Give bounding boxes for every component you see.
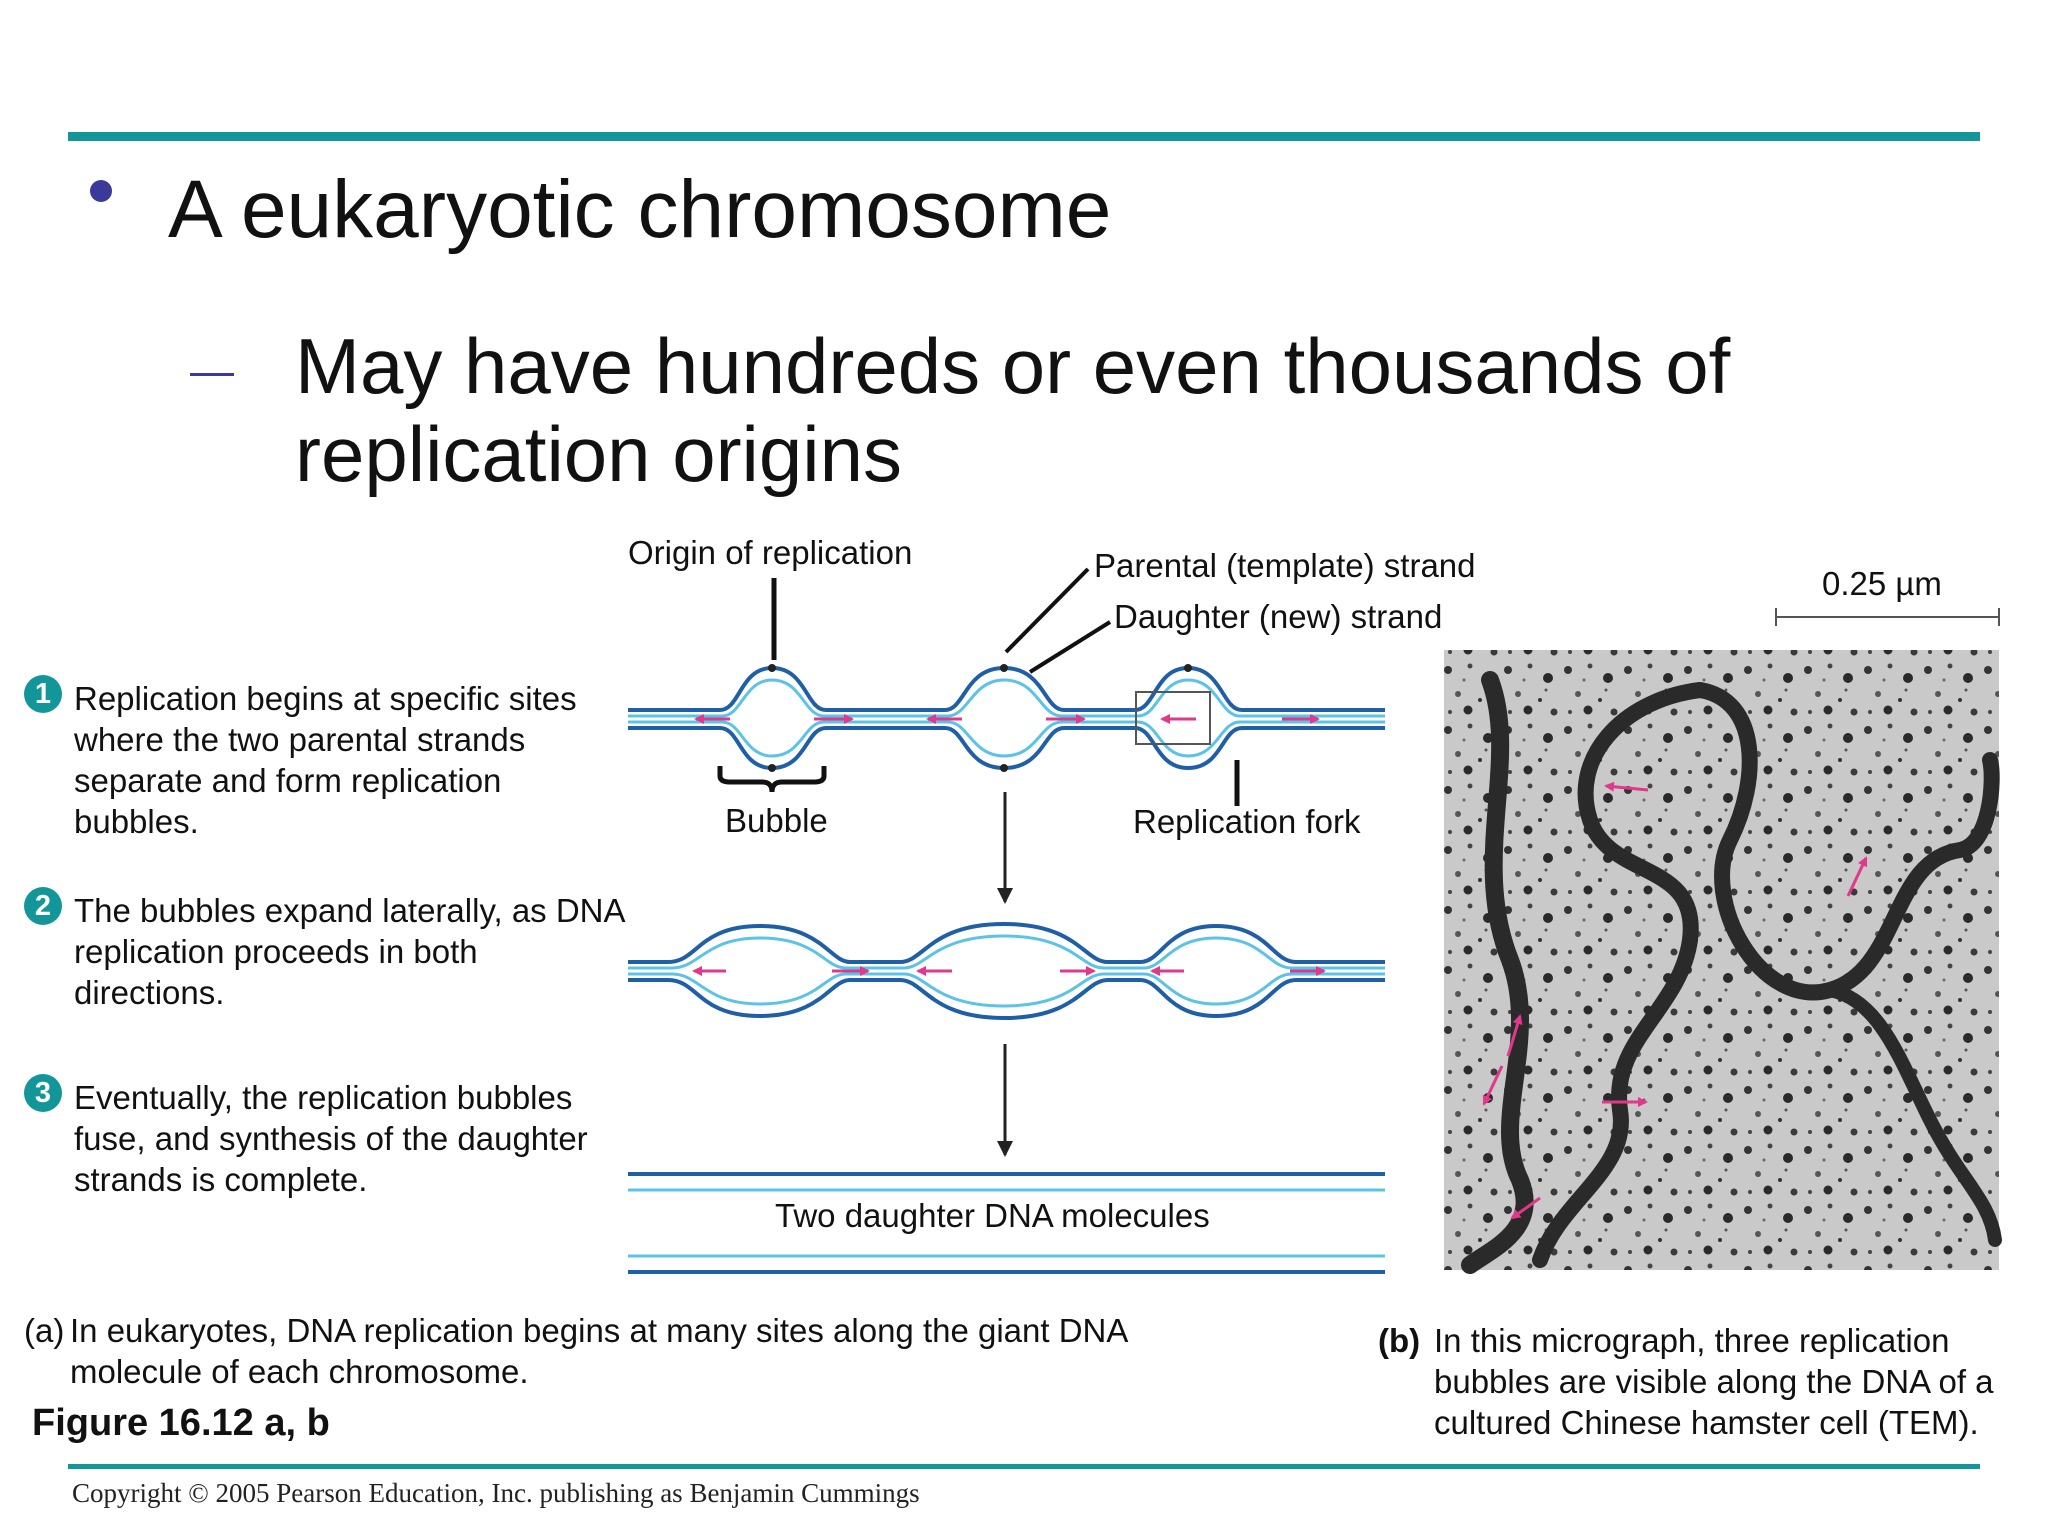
parental-leader: [1004, 567, 1090, 654]
bubble-brace: [717, 766, 827, 793]
origin-label: Origin of replication: [628, 534, 913, 571]
step-3-badge: 3: [24, 1074, 62, 1112]
copyright: Copyright © 2005 Pearson Education, Inc.…: [72, 1478, 920, 1508]
daughter-strand-label: Daughter (new) strand: [1114, 598, 1443, 635]
sub-bullet-text: May have hundreds or even thousands of r…: [295, 322, 1731, 498]
caption-b-tag: (b): [1378, 1322, 1421, 1359]
bubble-label: Bubble: [725, 802, 828, 839]
figure-number: Figure 16.12 a, b: [32, 1402, 330, 1444]
row1-strands: [628, 664, 1385, 772]
sub-bullet-dash: [190, 373, 234, 376]
step-1-badge: 1: [24, 675, 62, 713]
top-rule: [68, 132, 1980, 141]
step-1-text: Replication begins at specific sites whe…: [74, 680, 577, 840]
parental-strand-label: Parental (template) strand: [1094, 547, 1476, 584]
row3-molecules: [628, 1172, 1385, 1274]
step-2-text: The bubbles expand laterally, as DNA rep…: [74, 892, 624, 1011]
bullet-heading: A eukaryotic chromosome: [168, 164, 1112, 255]
caption-a-tag: (a): [24, 1312, 65, 1349]
tem-micrograph: [1444, 650, 2002, 1274]
step-2-badge: 2: [24, 887, 62, 925]
caption-b-text: In this micrograph, three replication bu…: [1434, 1322, 1994, 1441]
bottom-rule: [68, 1464, 1980, 1469]
caption-a-text: In eukaryotes, DNA replication begins at…: [70, 1312, 1127, 1390]
daughter-leader: [1028, 620, 1112, 674]
bullet-dot: [90, 180, 112, 202]
step-3-text: Eventually, the replication bubbles fuse…: [74, 1079, 588, 1198]
molecules-label: Two daughter DNA molecules: [775, 1197, 1210, 1234]
scale-label: 0.25 µm: [1822, 565, 1942, 602]
row2-strands: [628, 921, 1385, 1021]
fork-label: Replication fork: [1133, 803, 1361, 840]
scale-bar: [1775, 608, 2000, 626]
